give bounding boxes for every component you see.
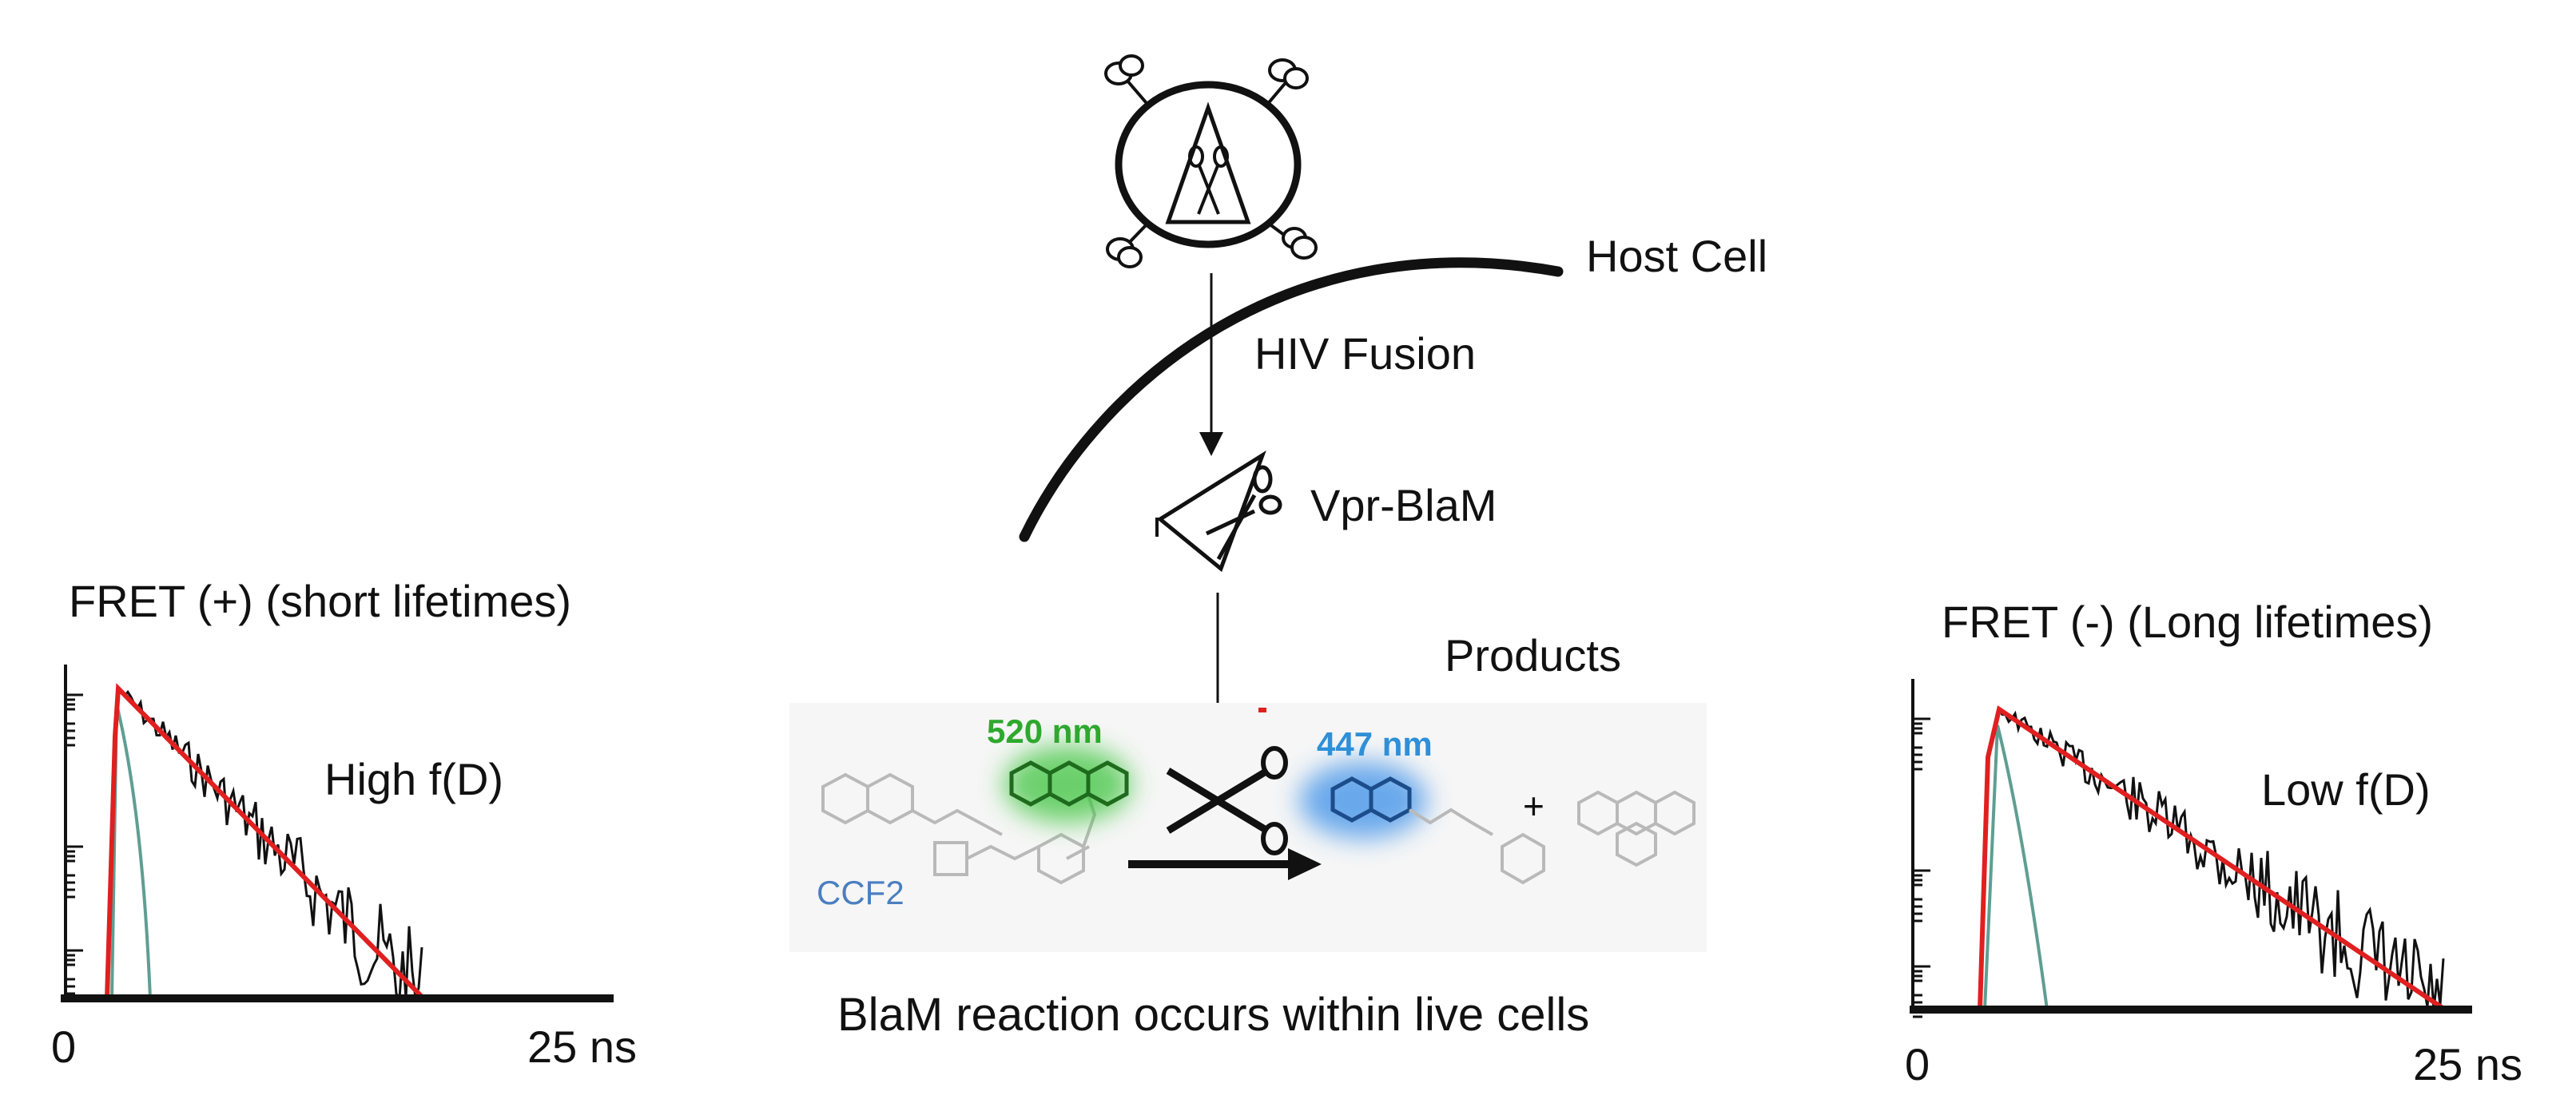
left-decay-data bbox=[117, 687, 423, 1002]
reaction-panel: 520 nm CCF2 447 nm + bbox=[789, 703, 1707, 952]
product-molecule bbox=[1577, 790, 1695, 867]
left-x-end: 25 ns bbox=[527, 1022, 637, 1072]
right-fit-curve bbox=[1978, 705, 2447, 1012]
hiv-fusion-label: HIV Fusion bbox=[1254, 328, 1476, 379]
green-fluorophore bbox=[1009, 760, 1129, 807]
right-x-start: 0 bbox=[1905, 1039, 1930, 1089]
left-x-start: 0 bbox=[51, 1022, 76, 1072]
hiv-virion-icon bbox=[1104, 54, 1318, 268]
blue-emission-label: 447 nm bbox=[1317, 725, 1433, 763]
products-label: Products bbox=[1445, 630, 1621, 680]
right-irf-curve bbox=[1983, 724, 2049, 1010]
left-decay-plot: FRET (+) (short lifetimes) High f(D) 0 2… bbox=[51, 576, 637, 1072]
right-annotation: Low f(D) bbox=[2261, 764, 2431, 815]
vpr-blam-scissors-icon bbox=[1155, 450, 1282, 573]
left-irf-curve bbox=[110, 704, 152, 999]
right-decay-data bbox=[1998, 708, 2445, 1010]
right-decay-plot: FRET (-) (Long lifetimes) Low f(D) 0 25 … bbox=[1905, 597, 2522, 1089]
right-x-end: 25 ns bbox=[2413, 1039, 2522, 1089]
green-glow bbox=[1004, 746, 1131, 823]
cleavage-scissors-icon bbox=[1166, 746, 1288, 855]
host-cell-label: Host Cell bbox=[1586, 231, 1767, 281]
right-panel-title: FRET (-) (Long lifetimes) bbox=[1942, 597, 2433, 647]
ccf2-label: CCF2 bbox=[817, 874, 904, 911]
green-emission-label: 520 nm bbox=[987, 712, 1103, 750]
left-fit-curve bbox=[105, 683, 426, 1001]
left-annotation: High f(D) bbox=[324, 754, 503, 804]
host-cell-membrane bbox=[1019, 257, 1564, 542]
left-panel-title: FRET (+) (short lifetimes) bbox=[69, 576, 571, 626]
vpr-blam-label: Vpr-BlaM bbox=[1310, 480, 1497, 530]
reaction-caption: BlaM reaction occurs within live cells bbox=[837, 989, 1589, 1041]
ccf2-molecule bbox=[821, 772, 1097, 885]
plus-sign: + bbox=[1523, 785, 1544, 827]
